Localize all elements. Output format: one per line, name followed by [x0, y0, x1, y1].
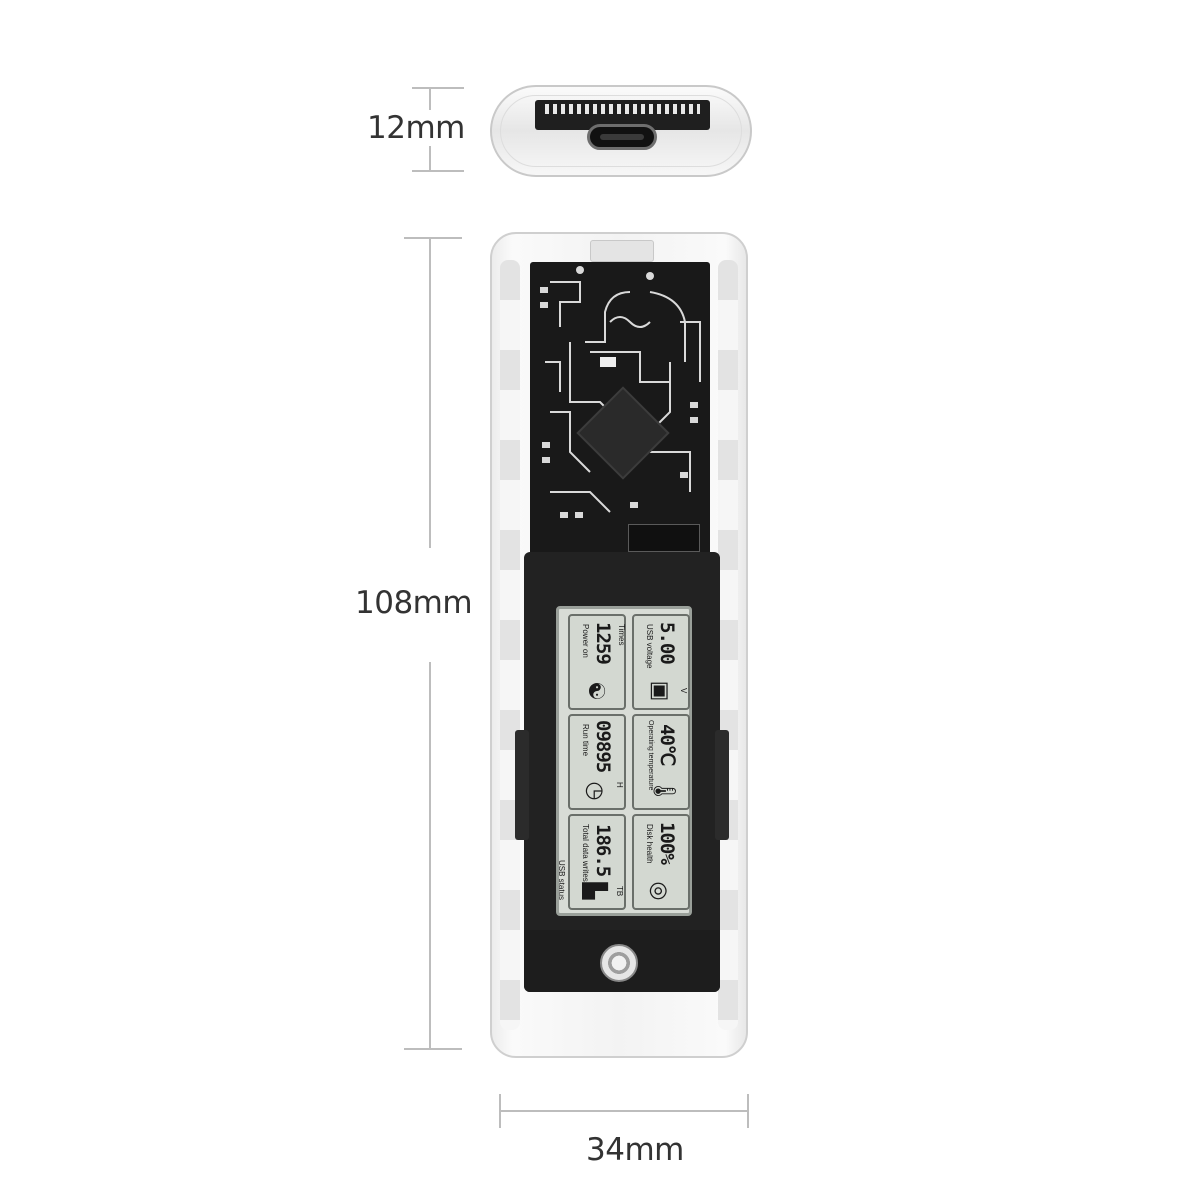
power-on-value: 1259	[592, 622, 614, 664]
lcd-cell-run-time: 09895 H Run time ◷	[568, 714, 626, 810]
usb-voltage-icon: ▣	[648, 680, 674, 702]
enclosure-rail-left	[500, 260, 520, 1030]
usb-c-port-tongue	[600, 134, 644, 140]
dim-108mm-line-top	[429, 238, 431, 548]
lcd-cell-data-writes: 186.5 TB Total data writes ▙	[568, 814, 626, 910]
lcd-cell-power-on: 1259 Times Power on ☯	[568, 614, 626, 710]
usb-c-port	[587, 124, 657, 150]
dim-12mm-label: 12mm	[364, 110, 468, 146]
dim-108mm-tick-bottom	[404, 1048, 462, 1050]
tray-clip-right	[715, 730, 729, 840]
enclosure-rail-right	[718, 260, 738, 1030]
power-on-icon: ☯	[583, 681, 609, 701]
disk-health-value: 100%	[656, 822, 678, 864]
screw	[600, 944, 638, 982]
dim-108mm-label: 108mm	[355, 585, 473, 621]
dim-12mm-tick-top	[412, 87, 464, 89]
data-writes-value: 186.5	[592, 824, 614, 877]
run-time-value: 09895	[592, 720, 614, 773]
usb-c-connector-top	[590, 240, 654, 262]
run-time-label: Run time	[581, 724, 590, 757]
run-time-unit: H	[615, 782, 624, 788]
dim-34mm-line	[500, 1110, 748, 1112]
usb-voltage-unit: V	[679, 688, 688, 694]
power-on-label: Power on	[581, 624, 590, 658]
m2-connector	[628, 524, 700, 552]
usb-status-label: USB status	[557, 860, 566, 901]
disk-health-label: Disk health	[645, 824, 654, 864]
dim-34mm-tick-left	[499, 1094, 501, 1128]
ssd-connector-pins	[545, 104, 700, 114]
lcd-cell-disk-health: 100% Disk health ◎	[632, 814, 690, 910]
dim-108mm-tick-top	[404, 237, 462, 239]
data-writes-icon: ▙	[582, 882, 608, 900]
lcd-cell-temperature: 40℃ Operating temperature 🌡	[632, 714, 690, 810]
dim-34mm-tick-right	[747, 1094, 749, 1128]
tray-clip-left	[515, 730, 529, 840]
data-writes-unit: TB	[615, 886, 624, 897]
usb-voltage-label: USB voltage	[645, 624, 654, 669]
lcd-cell-usb-voltage: 5.00 V USB voltage ▣	[632, 614, 690, 710]
data-writes-label: Total data writes	[581, 824, 590, 882]
power-on-unit: Times	[617, 624, 626, 646]
disk-health-icon: ◎	[647, 881, 673, 901]
thermometer-icon: 🌡	[651, 777, 677, 805]
dim-108mm-line-bottom	[429, 662, 431, 1050]
dim-12mm-tick-bottom	[412, 170, 464, 172]
temperature-value: 40℃	[656, 724, 678, 766]
dim-34mm-label: 34mm	[586, 1132, 684, 1168]
usb-voltage-value: 5.00	[656, 622, 678, 664]
enclosure-end-inner-rim	[500, 95, 742, 167]
clock-icon: ◷	[583, 781, 609, 801]
